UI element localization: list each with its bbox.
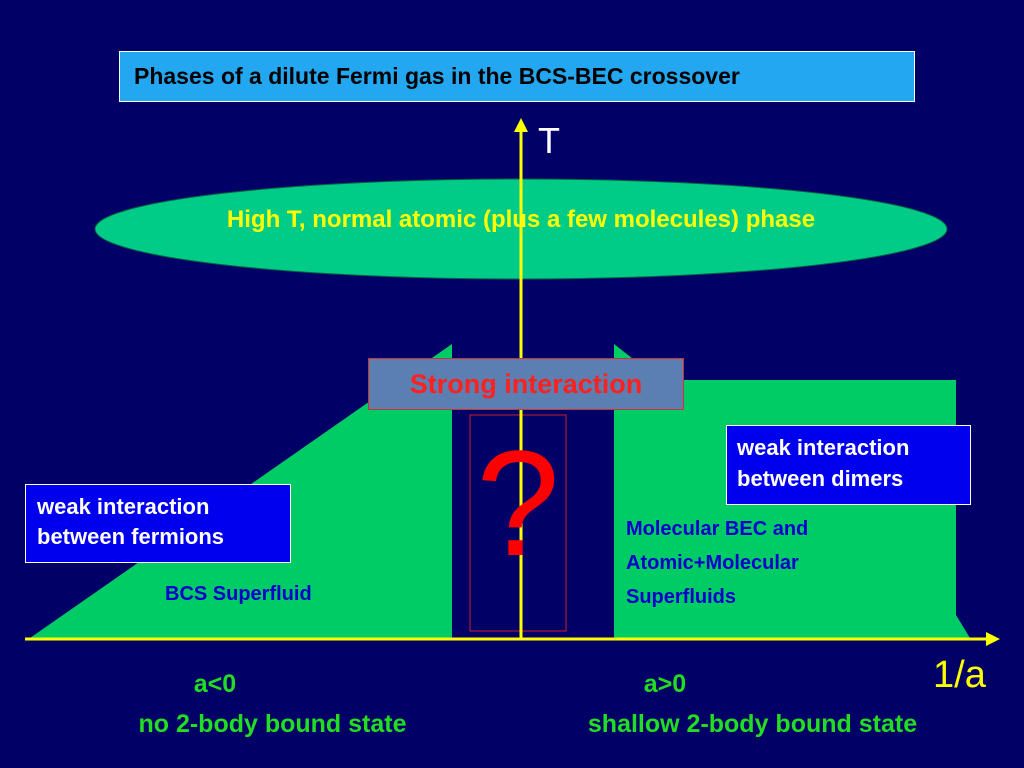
left-condition-sign: a<0	[193, 670, 237, 698]
weak-dimers-line1: weak interaction	[737, 435, 910, 460]
x-axis-arrow	[986, 632, 1000, 646]
bec-phase-line2: Atomic+Molecular	[626, 552, 799, 574]
normal-phase-label: High T, normal atomic (plus a few molecu…	[226, 206, 816, 233]
y-axis-arrow	[514, 118, 528, 132]
weak-fermions-line1: weak interaction	[37, 494, 210, 519]
right-condition-text: shallow 2-body bound state	[587, 710, 918, 738]
weak-dimers-line2: between dimers	[737, 466, 904, 491]
bcs-phase-label: BCS Superfluid	[165, 583, 312, 605]
diagram-title: Phases of a dilute Fermi gas in the BCS-…	[119, 51, 915, 102]
bec-phase-line1: Molecular BEC and	[626, 518, 809, 540]
unknown-phase-mark: ?	[476, 419, 560, 587]
crossover-strip	[469, 414, 567, 632]
left-condition-text: no 2-body bound state	[138, 710, 407, 738]
right-condition-sign: a>0	[643, 670, 687, 698]
bec-phase-line3: Superfluids	[626, 586, 737, 608]
strong-interaction-label: Strong interaction	[368, 358, 684, 410]
weak-fermions-box: weak interaction between fermions	[25, 484, 291, 563]
y-axis-label: T	[538, 120, 560, 161]
x-axis-label: 1/a	[933, 654, 986, 696]
weak-fermions-line2: between fermions	[37, 524, 225, 549]
weak-dimers-box: weak interaction between dimers	[726, 425, 971, 505]
bec-phase-label: Molecular BEC and Atomic+Molecular Super…	[626, 512, 886, 614]
